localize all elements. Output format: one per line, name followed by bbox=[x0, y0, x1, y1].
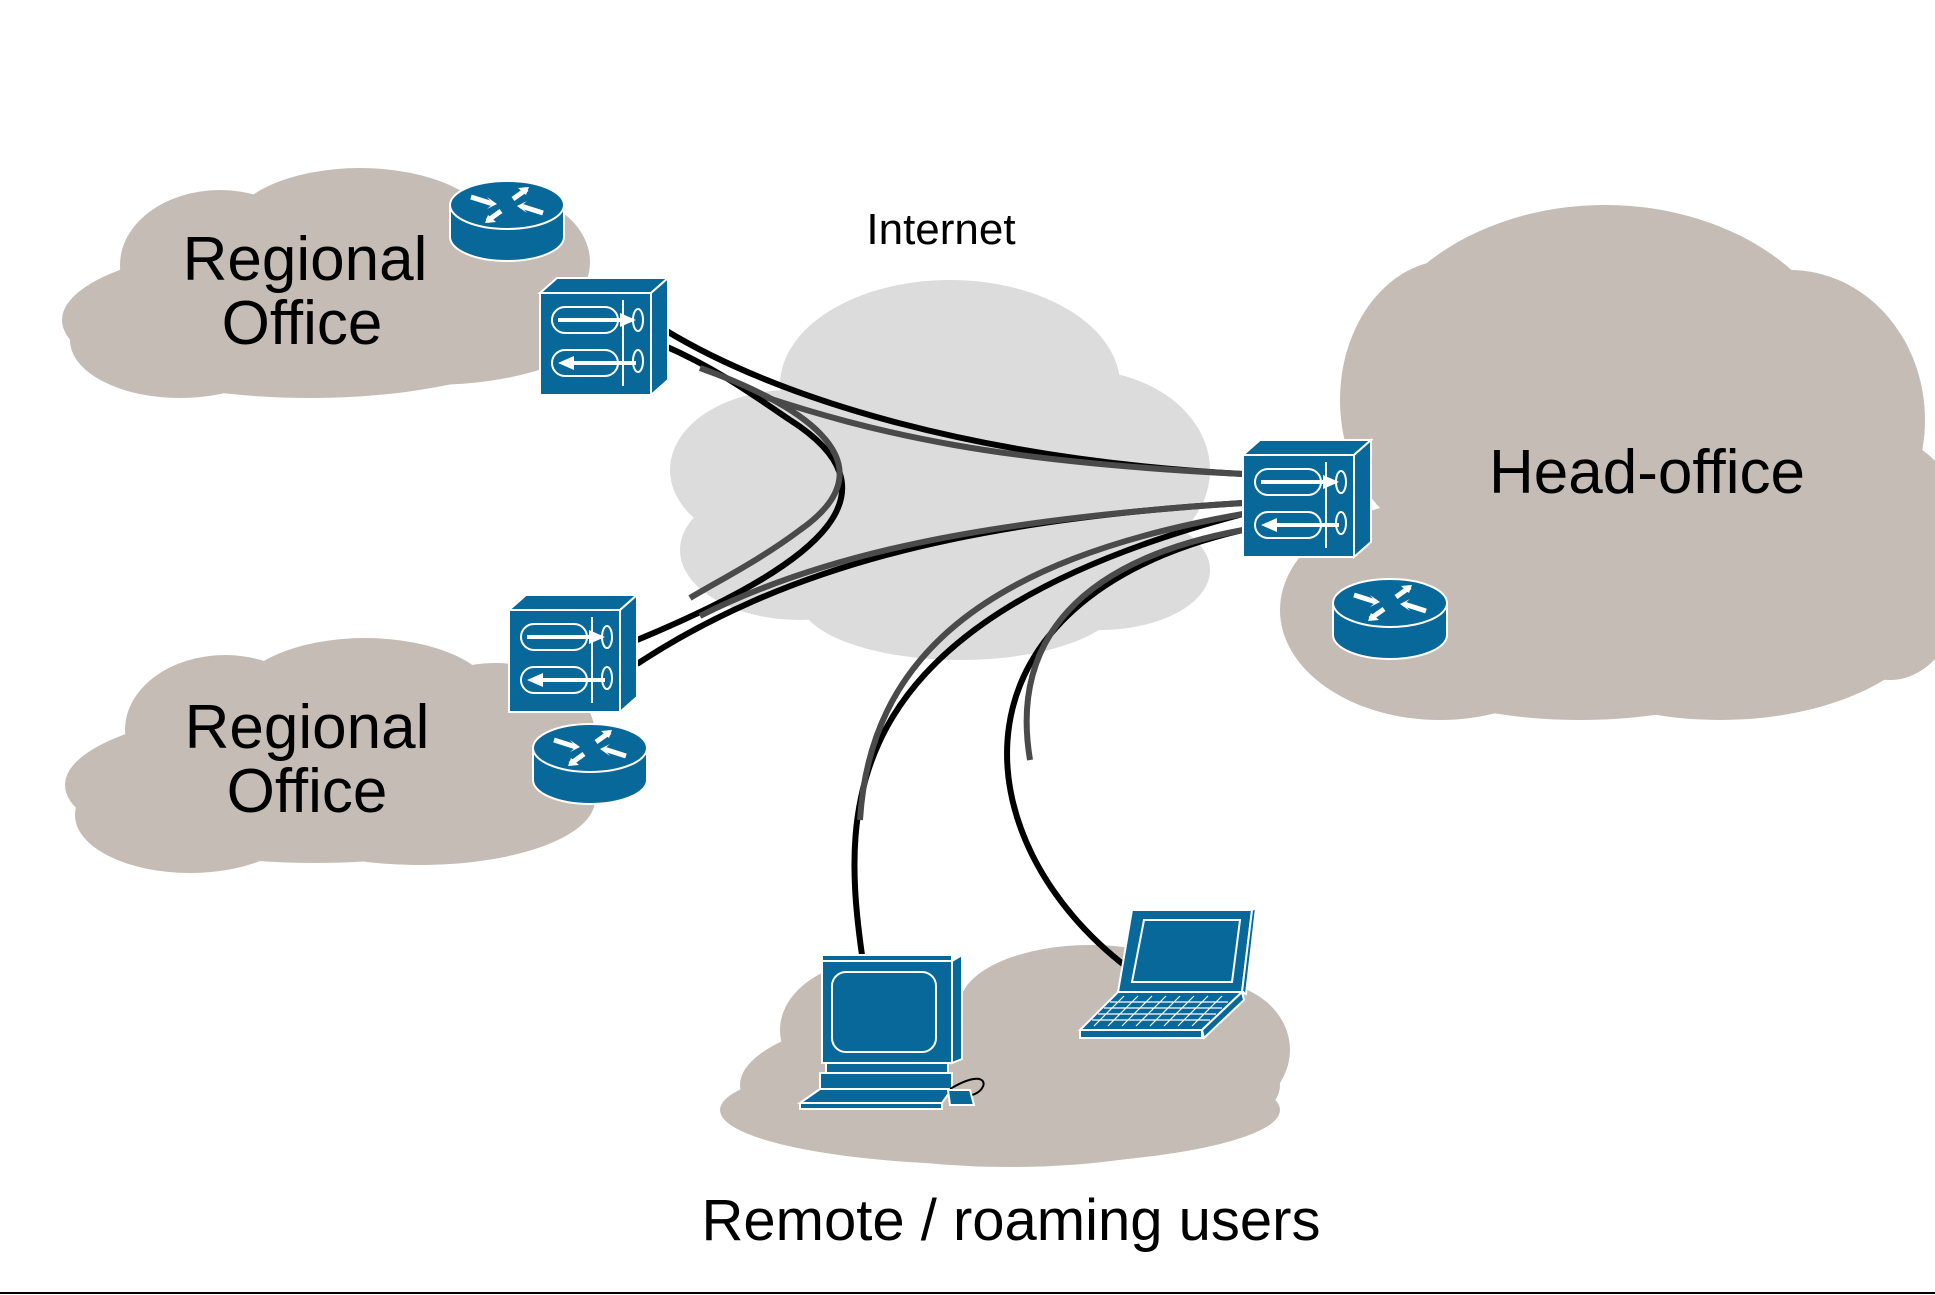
regional-office-bottom-label-line2: Office bbox=[227, 757, 388, 826]
remote-users-label: Remote / roaming users bbox=[702, 1188, 1321, 1253]
vpn-firewall-icon bbox=[1241, 438, 1373, 559]
tunnel-desktop-to-head-gray bbox=[857, 511, 1244, 821]
laptop-icon bbox=[1077, 906, 1258, 1040]
router-icon bbox=[1333, 579, 1447, 659]
vpn-firewall-icon bbox=[507, 593, 639, 714]
internet-label: Internet bbox=[866, 205, 1015, 254]
head-office-label: Head-office bbox=[1489, 438, 1805, 507]
regional-office-top-cloud bbox=[62, 168, 600, 398]
tunnel-top-office-to-bottom-office-gray bbox=[688, 365, 843, 601]
tunnel-laptop-to-head bbox=[1004, 527, 1244, 971]
vpn-firewall-icon bbox=[538, 276, 670, 397]
head-office-cloud bbox=[1280, 205, 1935, 720]
regional-office-bottom-label-line1: Regional bbox=[185, 693, 430, 762]
tunnel-top-office-to-head-gray bbox=[749, 389, 1244, 477]
router-icon bbox=[450, 181, 564, 261]
vpn-tunnels bbox=[635, 327, 1244, 971]
tunnel-bottom-office-to-head-gray bbox=[698, 500, 1244, 619]
regional-office-top-label-line2: Office bbox=[222, 289, 383, 358]
regional-office-top-label-line1: Regional bbox=[183, 225, 428, 294]
tunnel-laptop-to-head-gray bbox=[1023, 527, 1244, 761]
tunnel-desktop-to-head bbox=[851, 511, 1244, 956]
desktop-computer-icon bbox=[796, 953, 985, 1110]
router-icon bbox=[533, 724, 647, 804]
